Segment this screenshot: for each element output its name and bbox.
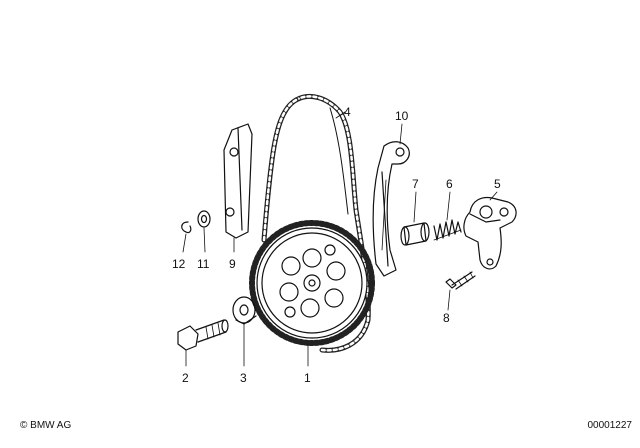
callout-11: 11: [197, 257, 210, 271]
timing-chain: [261, 94, 371, 353]
spacer-washer: [232, 296, 257, 325]
tensioner-housing: [463, 196, 517, 270]
small-washer: [197, 210, 211, 228]
callout-12: 12: [172, 257, 186, 271]
tensioner-piston: [400, 222, 430, 246]
callout-6: 6: [446, 177, 453, 191]
leader-lines: [182, 111, 498, 367]
callout-1: 1: [304, 371, 311, 385]
document-number: 00001227: [587, 420, 633, 431]
hex-bolt: [177, 319, 229, 351]
callout-8: 8: [443, 311, 450, 325]
callout-3: 3: [240, 371, 247, 385]
callout-5: 5: [494, 177, 501, 191]
callout-9: 9: [229, 257, 236, 271]
chain-guide-rail: [223, 123, 253, 239]
callout-4: 4: [344, 105, 351, 119]
tensioner-rail: [372, 141, 410, 277]
tensioner-spring: [433, 219, 462, 241]
callout-2: 2: [182, 371, 189, 385]
copyright-notice: © BMW AG: [20, 420, 72, 431]
tensioner-bolt: [445, 271, 476, 290]
circlip: [181, 221, 192, 234]
callout-10: 10: [395, 109, 409, 123]
callout-7: 7: [412, 177, 419, 191]
sprocket: [249, 220, 375, 346]
